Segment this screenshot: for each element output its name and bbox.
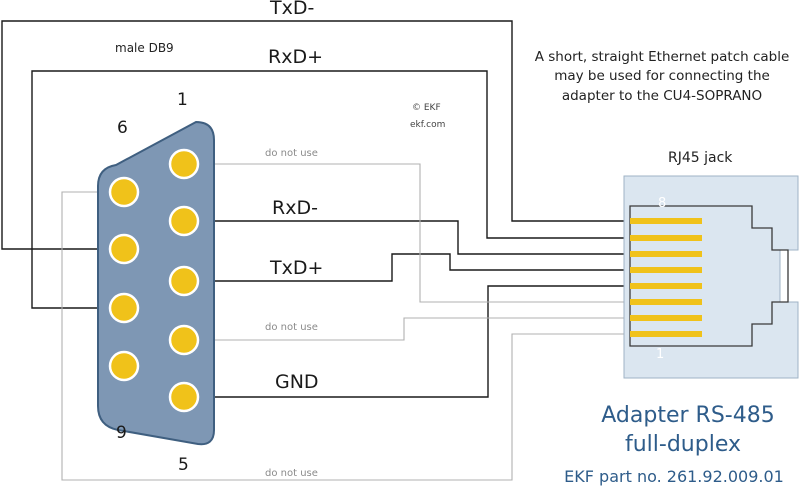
rj45-pin-number-1: 1: [656, 347, 664, 362]
rj45-contact-7: [630, 235, 702, 241]
rj45-contact-3: [630, 299, 702, 305]
wire-unused-bottom: [61, 191, 630, 481]
adapter-part-number: EKF part no. 261.92.009.01: [564, 467, 784, 486]
rj45-pin-number-8: 8: [658, 196, 666, 211]
pin-number-6: 6: [117, 118, 128, 138]
db9-pin-9: [108, 350, 140, 382]
label-do-not-use-1: do not use: [265, 148, 318, 159]
db9-connector: [97, 120, 215, 446]
copyright-line-1: © EKF: [412, 103, 441, 113]
label-do-not-use-3: do not use: [265, 468, 318, 479]
rj45-contact-6: [630, 251, 702, 257]
db9-pin-7: [108, 233, 140, 265]
wire-unused-mid: [184, 317, 630, 341]
rj45-contact-1: [630, 331, 702, 337]
db9-pin-6: [108, 176, 140, 208]
db9-pin-2: [168, 205, 200, 237]
label-rj45-jack: RJ45 jack: [668, 150, 733, 166]
rj45-contact-4: [630, 283, 702, 289]
label-gnd: GND: [275, 371, 319, 393]
rj45-contacts: [630, 218, 702, 337]
copyright-line-2: ekf.com: [410, 120, 445, 130]
adapter-title-line-1: Adapter RS-485: [601, 403, 774, 428]
label-male-db9: male DB9: [115, 41, 174, 55]
adapter-title-line-2: full-duplex: [625, 432, 741, 457]
rj45-contact-5: [630, 267, 702, 273]
note-line-1: A short, straight Ethernet patch cable: [535, 49, 790, 65]
label-rxd-minus: RxD-: [272, 197, 318, 219]
wire-txd-minus: [1, 20, 630, 250]
db9-pin-8: [108, 292, 140, 324]
wire-gnd: [184, 285, 630, 398]
pin-number-5: 5: [178, 455, 189, 475]
db9-pin-1: [168, 148, 200, 180]
unused-wires: [61, 163, 630, 481]
rj45-jack: [623, 175, 799, 379]
db9-pin-5: [168, 381, 200, 413]
label-do-not-use-2: do not use: [265, 322, 318, 333]
note-line-3: adapter to the CU4-SOPRANO: [562, 88, 762, 104]
pin-number-1: 1: [177, 90, 188, 110]
label-rxd-plus: RxD+: [268, 46, 323, 68]
rj45-contact-2: [630, 315, 702, 321]
label-txd-plus: TxD+: [269, 257, 323, 279]
note-line-2: may be used for connecting the: [554, 68, 770, 84]
db9-pin-3: [168, 265, 200, 297]
wire-rxd-plus: [31, 70, 630, 309]
label-txd-minus: TxD-: [269, 0, 314, 19]
wire-rxd-minus: [184, 220, 630, 255]
db9-pin-4: [168, 324, 200, 356]
wires: [1, 20, 630, 398]
pin-number-9: 9: [116, 423, 127, 443]
rj45-contact-8: [630, 218, 702, 224]
rj45-socket-outline: [629, 205, 789, 347]
wire-unused-top: [184, 163, 630, 303]
wire-txd-plus: [184, 253, 630, 282]
